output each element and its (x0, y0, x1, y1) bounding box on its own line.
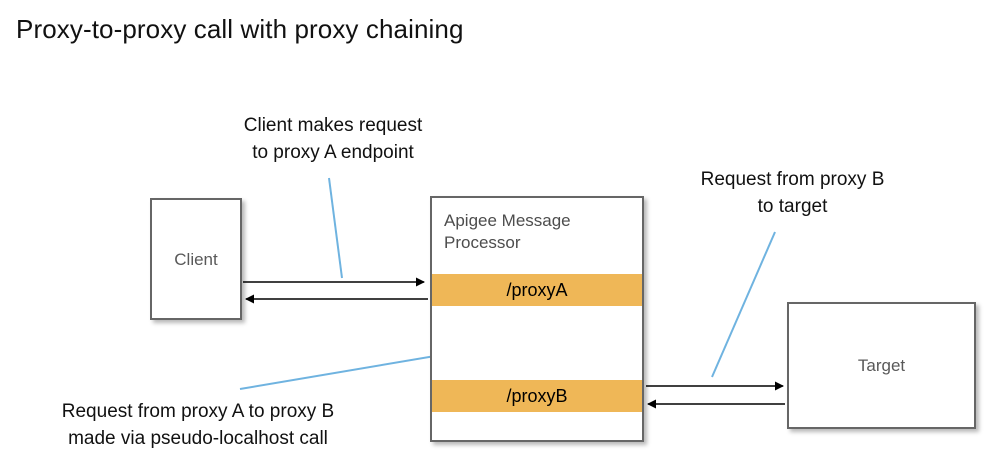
message-processor-title: Apigee Message Processor (444, 211, 571, 252)
node-target-label: Target (857, 356, 906, 375)
node-message-processor[interactable]: Apigee Message Processor /proxyA /proxyB (430, 196, 644, 442)
annotation-proxy-chaining: Request from proxy A to proxy B made via… (61, 401, 335, 449)
node-client-label: Client (174, 250, 218, 269)
leader-line-client-request (328, 177, 343, 279)
leader-line-proxyb-target (711, 231, 776, 378)
proxy-band-proxyb[interactable]: /proxyB (432, 380, 642, 412)
annotation-client-request: Client makes request to proxy A endpoint (243, 115, 423, 163)
proxy-band-proxya[interactable]: /proxyA (432, 274, 642, 306)
page-title: Proxy-to-proxy call with proxy chaining (16, 14, 464, 44)
node-client[interactable]: Client (150, 198, 242, 320)
annotation-proxyb-to-target: Request from proxy B to target (700, 169, 885, 217)
node-target[interactable]: Target (787, 302, 976, 429)
